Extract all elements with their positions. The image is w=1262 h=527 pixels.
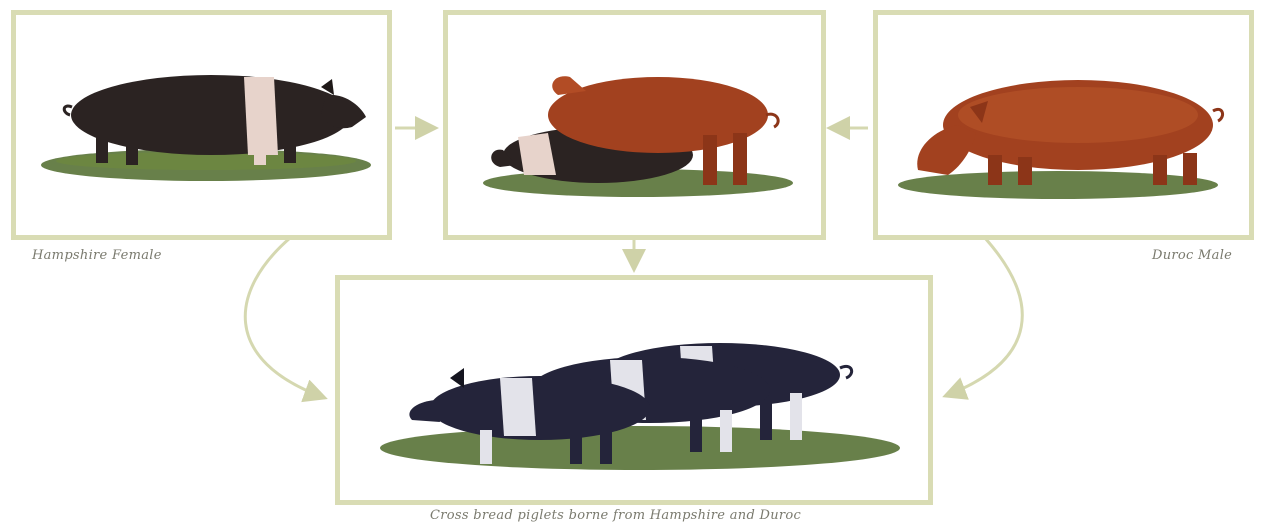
caption-crossbred-piglets: Cross bread piglets borne from Hampshire… [430,508,801,523]
mating-pair-illustration [448,15,821,235]
duroc-boar-illustration [878,15,1249,235]
panel-duroc-male [873,10,1254,240]
caption-hampshire-female: Hampshire Female [32,248,162,263]
hampshire-sow-illustration [16,15,387,235]
crossbred-piglets-illustration [340,280,928,500]
caption-duroc-male: Duroc Male [1152,248,1232,263]
arrow-female-to-offspring [245,238,325,398]
panel-hampshire-female [11,10,392,240]
panel-mating [443,10,826,240]
arrow-male-to-offspring [945,238,1022,396]
panel-offspring [335,275,933,505]
